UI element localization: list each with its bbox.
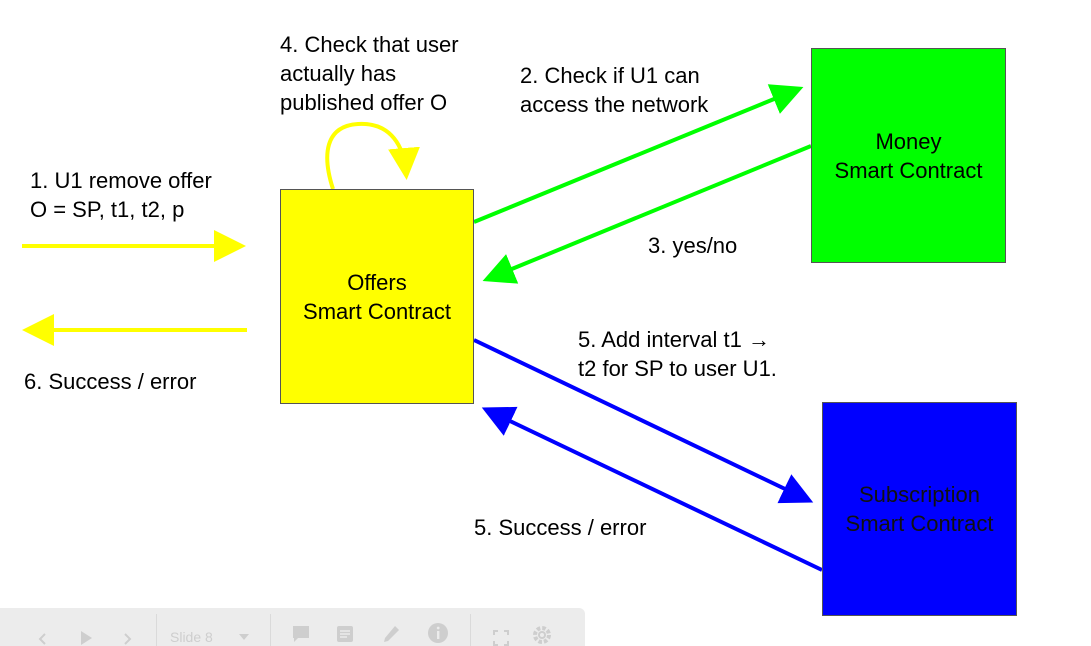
settings-icon[interactable] (528, 608, 556, 646)
step5-add-line1: 5. Add interval t1 → (578, 327, 770, 352)
step1-label: 1. U1 remove offer O = SP, t1, t2, p (30, 166, 212, 224)
step4-line2: actually has (280, 61, 397, 86)
money-box-title: Money (875, 128, 942, 154)
info-icon[interactable] (424, 608, 452, 646)
toolbar-divider (470, 614, 471, 646)
subscription-smart-contract-box: Subscription Smart Contract (822, 402, 1017, 616)
offers-smart-contract-box: Offers Smart Contract (280, 189, 474, 404)
dropdown-icon (238, 627, 249, 643)
next-icon[interactable] (114, 608, 140, 646)
toolbar-divider (156, 614, 157, 646)
subscription-box-subtitle: Smart Contract (845, 511, 994, 536)
step4-line1: 4. Check that user (280, 32, 459, 57)
arrow-add-interval (473, 338, 814, 504)
step5-result-label: 5. Success / error (474, 513, 646, 542)
step3-text: 3. yes/no (648, 233, 738, 258)
step6-label: 6. Success / error (24, 367, 196, 396)
notes-icon[interactable] (332, 608, 358, 646)
pen-icon[interactable] (378, 608, 404, 646)
offers-box-title: Offers (347, 269, 407, 295)
subscription-box-title: Subscription (858, 482, 981, 507)
arrow-subscription-result (481, 406, 823, 572)
slide-selector[interactable]: Slide 8 (170, 608, 260, 646)
comment-icon[interactable] (288, 608, 314, 646)
toolbar-divider (270, 614, 271, 646)
money-box-subtitle: Smart Contract (834, 157, 983, 183)
step3-label: 3. yes/no (648, 231, 737, 260)
step4-line3: published offer O (280, 90, 448, 115)
step4-label: 4. Check that user actually has publishe… (280, 30, 459, 117)
step5-add-line2: t2 for SP to user U1. (578, 356, 777, 381)
step2-label: 2. Check if U1 can access the network (520, 61, 708, 119)
slide-label: Slide 8 (170, 629, 213, 645)
arrow-yes-no (482, 144, 812, 284)
play-icon[interactable] (72, 608, 100, 646)
step5-result-text: 5. Success / error (474, 515, 647, 540)
fullscreen-icon[interactable] (488, 608, 514, 646)
step1-line2: O = SP, t1, t2, p (30, 197, 185, 222)
step2-line2: access the network (520, 92, 709, 117)
offers-box-subtitle: Smart Contract (303, 298, 451, 324)
step6-text: 6. Success / error (24, 369, 197, 394)
arrow-self-check-loop (325, 121, 420, 190)
step5-add-interval-label: 5. Add interval t1 → t2 for SP to user U… (578, 325, 777, 383)
step2-line1: 2. Check if U1 can (520, 63, 700, 88)
arrow-check-access (473, 84, 804, 224)
step1-line1: 1. U1 remove offer (30, 168, 212, 193)
money-smart-contract-box: Money Smart Contract (811, 48, 1006, 263)
presentation-toolbar: Slide 8 (0, 608, 585, 646)
prev-icon[interactable] (30, 608, 56, 646)
